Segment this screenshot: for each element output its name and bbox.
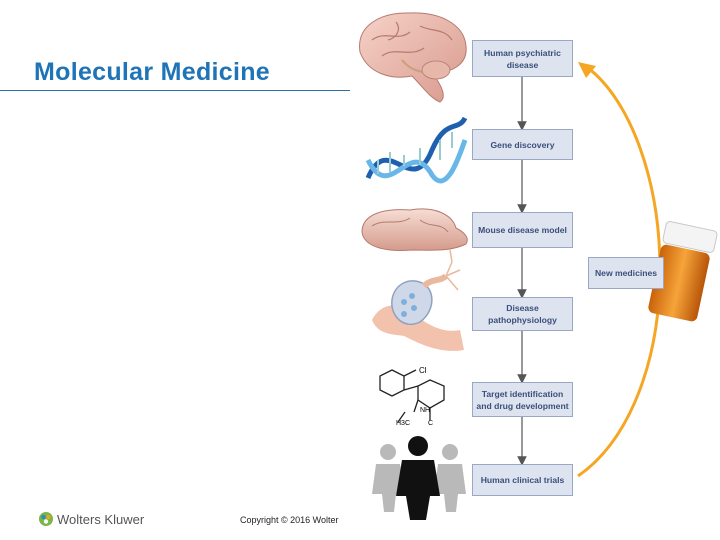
molecule-label-cl: Cl — [419, 366, 427, 375]
wolters-kluwer-logo: Wolters Kluwer — [38, 511, 144, 527]
dna-illustration — [365, 116, 468, 184]
new-medicines-box: New medicines — [588, 257, 664, 289]
slide-title: Molecular Medicine — [34, 58, 271, 86]
step-human-psychiatric-disease: Human psychiatric disease — [472, 40, 573, 77]
molecule-label-c: C — [428, 420, 434, 427]
molecule-label-h3c: H3C — [396, 420, 411, 427]
logo-icon — [39, 512, 53, 526]
step-target-identification: Target identification and drug developme… — [472, 382, 573, 417]
step-gene-discovery: Gene discovery — [472, 129, 573, 160]
copyright-notice: Copyright © 2016 Wolter — [240, 515, 339, 525]
step-disease-pathophysiology: Disease pathophysiology — [472, 297, 573, 331]
chemical-structure — [379, 369, 445, 423]
mouse-brain-illustration — [361, 208, 468, 251]
synapse-illustration — [372, 249, 464, 351]
molecule-label-nh: NH — [420, 407, 431, 414]
step-mouse-disease-model: Mouse disease model — [472, 212, 573, 248]
people-silhouettes — [372, 436, 466, 520]
brain-illustration — [359, 12, 467, 103]
logo-text: Wolters Kluwer — [57, 511, 145, 527]
step-human-clinical-trials: Human clinical trials — [472, 464, 573, 496]
title-underline — [0, 90, 350, 91]
